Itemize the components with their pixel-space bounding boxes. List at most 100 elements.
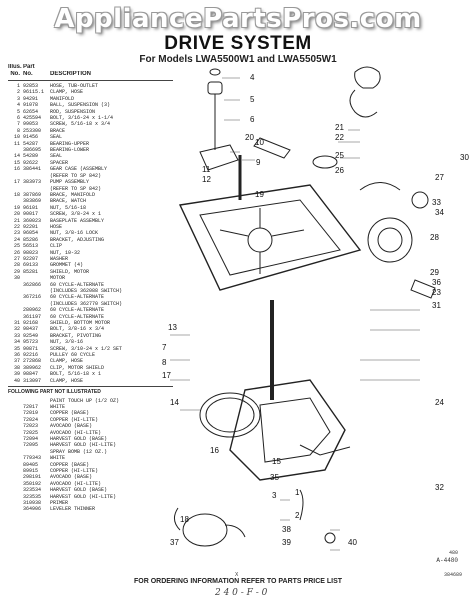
part-no: 96101 (23, 204, 39, 211)
part-no: 72095 (23, 442, 39, 449)
description: BALL, SUSPENSION (3) (50, 102, 111, 109)
part-no: 364906 (23, 506, 42, 513)
callout-11: 11 (202, 165, 211, 174)
part-no: 383869 (23, 198, 42, 205)
illus-no (8, 506, 23, 512)
part-no: 95723 (23, 339, 39, 346)
description: BEARING-LOWER (50, 147, 90, 154)
callout-19: 19 (255, 190, 264, 199)
callout-35: 35 (270, 473, 279, 482)
part-no: 92853 (23, 83, 39, 89)
part-no: 98847 (23, 371, 39, 378)
part-no: 298191 (23, 474, 42, 481)
description: HARVEST GOLD (BASE) (50, 487, 108, 494)
exploded-drive-system-diagram: 1234567891011121314151617181920212223242… (162, 66, 469, 551)
bearing-bracket (253, 137, 291, 159)
description: WHITE (50, 403, 66, 410)
header-blank (50, 64, 173, 71)
part-no: 54287 (23, 140, 39, 147)
part-no: 92622 (23, 159, 39, 166)
page-reference: 384689 (443, 572, 462, 578)
table-row: 72023 AVOCADO (BASE) (8, 423, 173, 429)
part-no: 386695 (23, 147, 42, 154)
page-subtitle: For Models LWA5500W1 and LWA5505W1 (139, 54, 337, 65)
illus-no: 37 (13, 358, 20, 365)
callout-6: 6 (250, 115, 255, 124)
illus-no: 18 (13, 191, 20, 198)
description: COPPER (BASE) (50, 410, 90, 417)
part-no: 323534 (23, 487, 42, 494)
illus-no: 33 (13, 332, 20, 339)
motor-bracket (359, 182, 401, 191)
illus-no: 35 (13, 345, 20, 352)
description: COPPER (HI-LITE) (50, 416, 99, 423)
part-no: 99053 (23, 121, 39, 128)
description: SCREW, 3/8-24 x 1 (50, 211, 102, 218)
watermark: AppliancePartsPros.com (54, 4, 422, 34)
part-no: 72017 (23, 403, 39, 410)
illus-no: 34 (13, 339, 20, 346)
description: COPPER (HI-LITE) (50, 467, 99, 474)
illus-no: 25 (13, 243, 20, 250)
part-no: 72025 (23, 429, 39, 436)
paint-header: PAINT TOUCH UP (1/2 OZ) (50, 397, 120, 404)
part-no: 387869 (23, 191, 42, 198)
pump-outlet (224, 524, 246, 538)
description: BOLT, 3/8-16 x 3/4 (50, 326, 105, 333)
table-header-row-1: Illus. Part (8, 64, 173, 71)
description: NUT, 3/8-16 LOCK (50, 230, 99, 237)
part-no: 72023 (23, 423, 39, 430)
table-header-row-2: No. No. DESCRIPTION (8, 71, 173, 78)
part-no: 90871 (23, 345, 39, 352)
part-no: 98023 (23, 249, 39, 256)
baseplate-inner (199, 199, 341, 276)
seal-ring (312, 155, 338, 169)
illus-no: 4 (16, 102, 20, 109)
description: AVOCADO (BASE) (50, 423, 93, 430)
callout-28: 28 (430, 233, 439, 242)
table-row: (REFER TO SP 842) (8, 186, 173, 192)
part-no: 360023 (23, 217, 42, 224)
description: (INCLUDES 362770 SWITCH) (50, 300, 123, 307)
part-no: 89405 (23, 461, 39, 468)
illus-no: 3 (16, 95, 20, 102)
motor (367, 217, 413, 263)
illus-no: 27 (13, 255, 20, 262)
part-no: 779343 (23, 455, 42, 462)
description: SPACER (50, 159, 69, 166)
description: NUT, 5/16-18 (50, 204, 87, 211)
description: GROMMET (4) (50, 262, 84, 269)
callout-24: 24 (435, 398, 444, 407)
baseplate-ribs (219, 208, 305, 274)
illus-no: 31 (13, 320, 20, 327)
pivot-bracket (299, 444, 351, 456)
callout-37: 37 (170, 538, 179, 547)
center-mark: X (235, 572, 239, 578)
description: SPRAY BOMB (12 OZ.) (50, 448, 108, 455)
illus-no: 20 (13, 211, 20, 218)
part-no: 383973 (23, 179, 42, 186)
callout-38: 38 (282, 525, 291, 534)
illus-no: 22 (13, 223, 20, 230)
part-no: 91456 (23, 134, 39, 141)
description: BEARING-UPPER (50, 140, 90, 147)
illus-no: 19 (13, 204, 20, 211)
drive-pulley (199, 392, 261, 438)
illus-no: 1 (16, 83, 20, 89)
